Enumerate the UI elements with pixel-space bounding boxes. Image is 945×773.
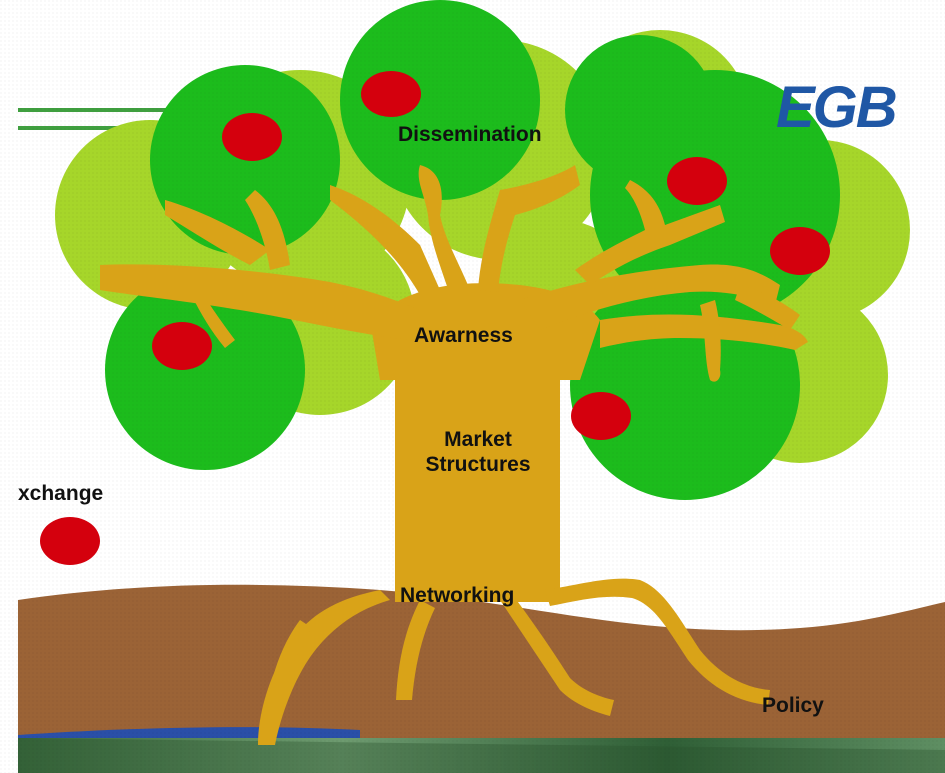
label-policy: Policy xyxy=(762,694,824,717)
apple xyxy=(667,157,727,205)
label-networking: Networking xyxy=(400,584,515,607)
label-exchange: xchange xyxy=(18,482,104,505)
label-market-structures: Market Structures xyxy=(408,427,548,477)
logo-text: EGB xyxy=(776,75,898,140)
apple xyxy=(152,322,212,370)
label-dissemination: Dissemination xyxy=(398,123,542,146)
apple xyxy=(222,113,282,161)
apple xyxy=(40,517,100,565)
label-market-line2: Structures xyxy=(425,453,531,477)
label-market-line1: Market xyxy=(444,428,512,451)
label-awareness: Awarness xyxy=(414,324,513,347)
apple xyxy=(770,227,830,275)
apples xyxy=(40,71,830,565)
tree-trunk xyxy=(100,165,808,745)
apple xyxy=(361,71,421,117)
apple xyxy=(571,392,631,440)
